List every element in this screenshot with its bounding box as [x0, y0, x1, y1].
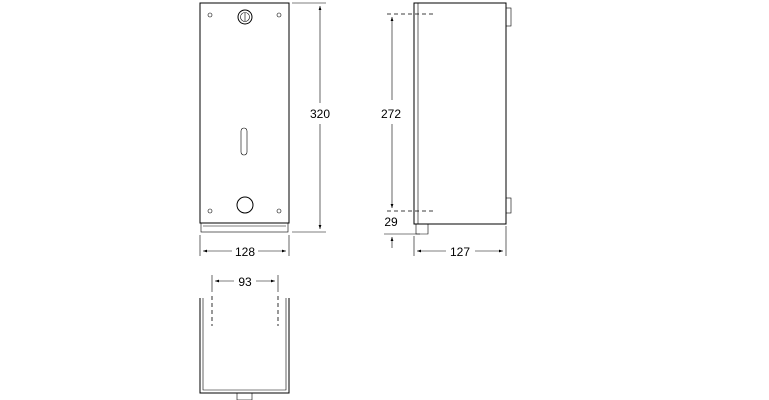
screw-icon — [207, 208, 213, 214]
dim-label-side-depth: 127 — [450, 245, 470, 259]
dim-label-bg — [232, 245, 258, 259]
dim-front-height: 320 — [292, 2, 333, 233]
bottom-nozzle — [236, 392, 253, 400]
screw-icon — [276, 12, 282, 18]
bottom-housing — [199, 298, 290, 394]
side-housing — [413, 2, 507, 225]
dim-bottom-spacing: 93 — [211, 275, 279, 292]
screw-icon — [207, 12, 213, 18]
front-housing — [199, 2, 290, 224]
dim-side-upper: 272 — [378, 17, 404, 208]
dim-side-depth: 127 — [413, 226, 507, 259]
side-knob — [505, 7, 512, 27]
front-view: 320 128 — [199, 2, 333, 259]
dim-label-bg — [382, 215, 400, 229]
side-button — [505, 197, 512, 214]
side-view: 272 29 127 — [378, 2, 512, 259]
dim-label-bg — [378, 107, 404, 121]
dim-label-side-upper: 272 — [381, 107, 401, 121]
lock-icon — [237, 9, 253, 25]
dim-front-width: 128 — [199, 235, 290, 259]
dim-label-bottom-spacing: 93 — [238, 275, 252, 289]
screw-icon — [276, 208, 282, 214]
dim-label-front-width: 128 — [235, 245, 255, 259]
front-base-tray — [200, 222, 289, 233]
push-button — [236, 196, 254, 214]
dim-label-bg — [236, 275, 254, 289]
dim-label-side-lower: 29 — [384, 215, 398, 229]
dim-label-bg — [307, 107, 333, 121]
dim-label-front-height: 320 — [310, 107, 330, 121]
bottom-view: 93 — [199, 275, 290, 400]
dim-side-lower: 29 — [382, 215, 420, 248]
side-nozzle — [415, 224, 429, 235]
dim-label-bg — [447, 245, 473, 259]
level-window — [240, 127, 248, 156]
